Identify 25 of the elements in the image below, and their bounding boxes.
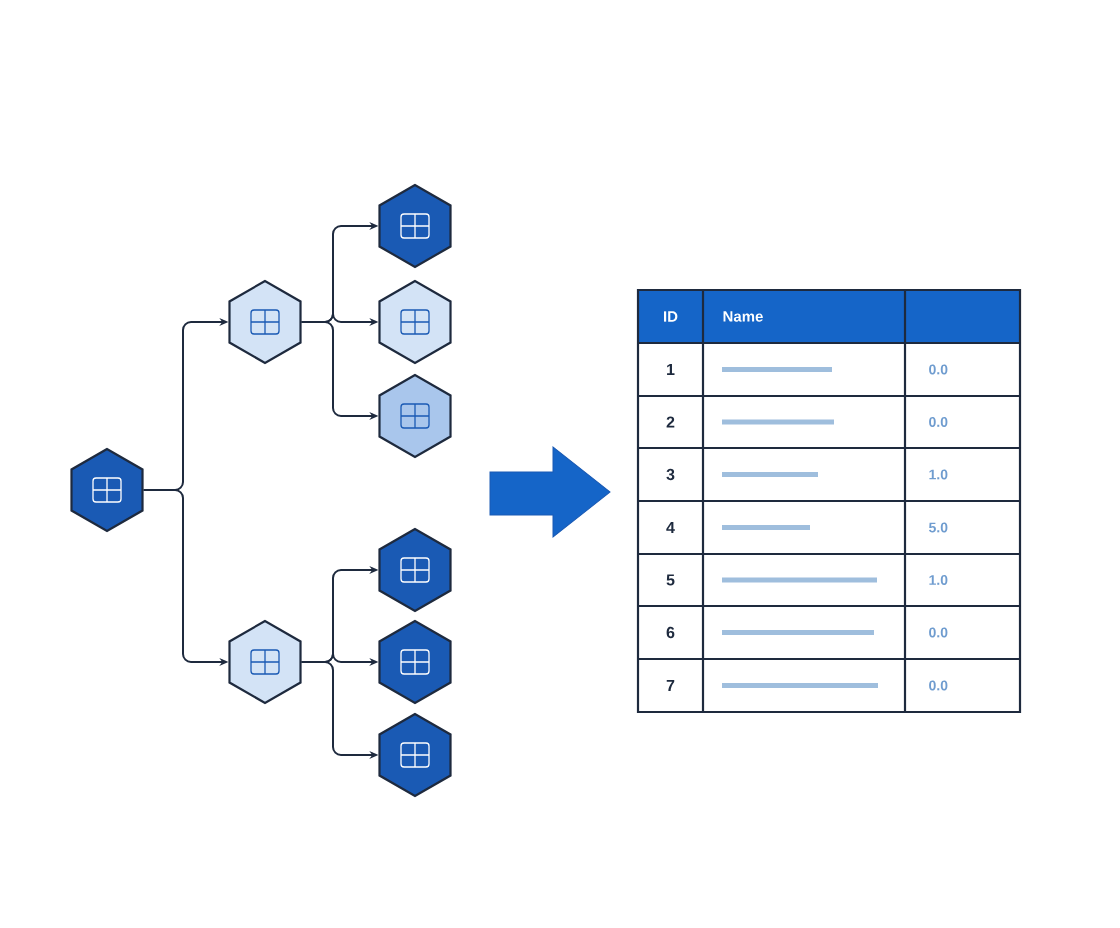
row-id: 5 <box>666 574 675 586</box>
header-text: Name <box>723 311 763 322</box>
row-id: 3 <box>666 468 675 481</box>
row-id: 2 <box>666 416 675 428</box>
hexagon-node <box>228 619 302 705</box>
row-id: 7 <box>666 680 675 691</box>
row-id: 1 <box>667 364 675 375</box>
cell-value: 1.0 <box>929 469 948 480</box>
hexagon-node <box>378 619 452 705</box>
cell-value: 1.0 <box>929 575 948 585</box>
cell-value: 0.0 <box>929 627 948 638</box>
hexagon-node <box>378 183 452 269</box>
hexagon-node <box>228 279 302 365</box>
cell-value: 5.0 <box>928 522 948 533</box>
cell-value: 0.0 <box>929 417 948 427</box>
cell-value: 0.0 <box>929 680 948 691</box>
header-text: ID <box>664 311 678 322</box>
row-id: 4 <box>666 522 675 533</box>
hexagon-node <box>378 527 452 613</box>
row-id: 6 <box>666 626 675 639</box>
hexagon-node <box>378 373 452 459</box>
cell-value: 0.0 <box>929 364 948 375</box>
hexagon-node <box>378 712 452 798</box>
hexagon-node <box>378 279 452 365</box>
hexagon-node <box>70 447 144 533</box>
